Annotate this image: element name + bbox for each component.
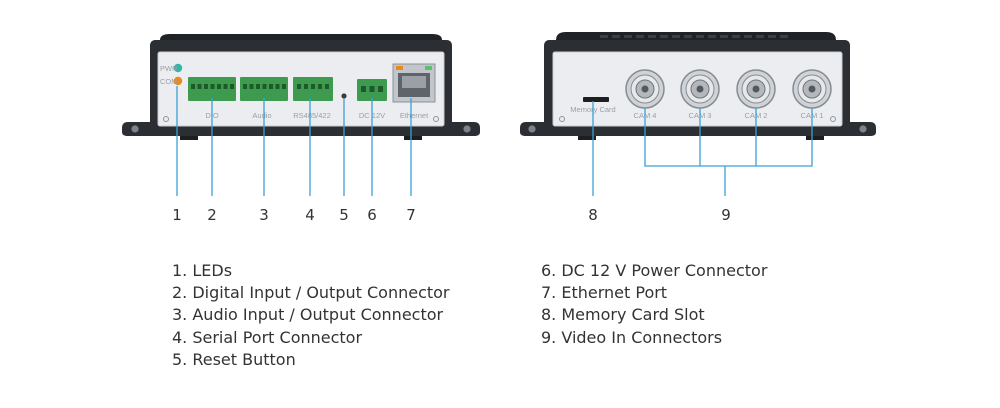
- ethernet-port: [392, 63, 436, 103]
- port-label-serial: RS485/422: [293, 111, 331, 120]
- serial-terminal-block: [293, 77, 333, 101]
- port-label-ethernet: Ethernet: [400, 111, 429, 120]
- legend-item-8: 8. Memory Card Slot: [541, 305, 705, 325]
- callout-number-8: 8: [588, 206, 598, 224]
- dio-terminal-block: [188, 77, 236, 101]
- legend-item-1: 1. LEDs: [172, 261, 233, 280]
- callout-number-2: 2: [207, 206, 217, 224]
- callout-number-4: 4: [305, 206, 315, 224]
- callout-number-3: 3: [259, 206, 269, 224]
- callout-number-9: 9: [721, 206, 731, 224]
- legend-item-2: 2. Digital Input / Output Connector: [172, 283, 450, 303]
- legend-item-7: 7. Ethernet Port: [541, 283, 668, 303]
- led-pwr: [173, 63, 183, 73]
- legend-item-9: 9. Video In Connectors: [541, 327, 723, 347]
- callout-line-9: [644, 108, 813, 196]
- legend-right-column: 6. DC 12 V Power Connector 7. Ethernet P…: [541, 260, 767, 349]
- callout-number-7: 7: [406, 206, 416, 224]
- bnc-connector-cam3: [680, 69, 720, 109]
- callout-number-5: 5: [339, 206, 349, 224]
- legend-item-3: 3. Audio Input / Output Connector: [172, 305, 444, 325]
- led-label-pwr: PWR: [160, 64, 178, 73]
- callout-lines: [176, 86, 813, 196]
- bnc-connector-cam4: [625, 69, 665, 109]
- rear-panel-device: Memory Card CAM 4 CAM 3 CAM 2: [520, 32, 876, 140]
- legend-item-4: 4. Serial Port Connector: [172, 327, 363, 347]
- memory-card-slot: [583, 97, 609, 102]
- bnc-connector-cam2: [736, 69, 776, 109]
- front-panel-device: PWR COM: [122, 34, 480, 140]
- legend-left-column: 1. LEDs 2. Digital Input / Output Connec…: [172, 260, 450, 371]
- callout-number-1: 1: [172, 206, 182, 224]
- audio-terminal-block: [240, 77, 288, 101]
- reset-button-hole: [341, 93, 347, 99]
- dc-power-terminal: [357, 79, 387, 101]
- legend-item-5: 5. Reset Button: [172, 349, 296, 369]
- legend-item-6: 6. DC 12 V Power Connector: [541, 261, 768, 280]
- port-label-audio: Audio: [252, 111, 271, 120]
- callout-number-6: 6: [367, 206, 377, 224]
- led-com: [173, 76, 183, 86]
- bnc-connector-cam1: [792, 69, 832, 109]
- led-label-com: COM: [160, 77, 178, 86]
